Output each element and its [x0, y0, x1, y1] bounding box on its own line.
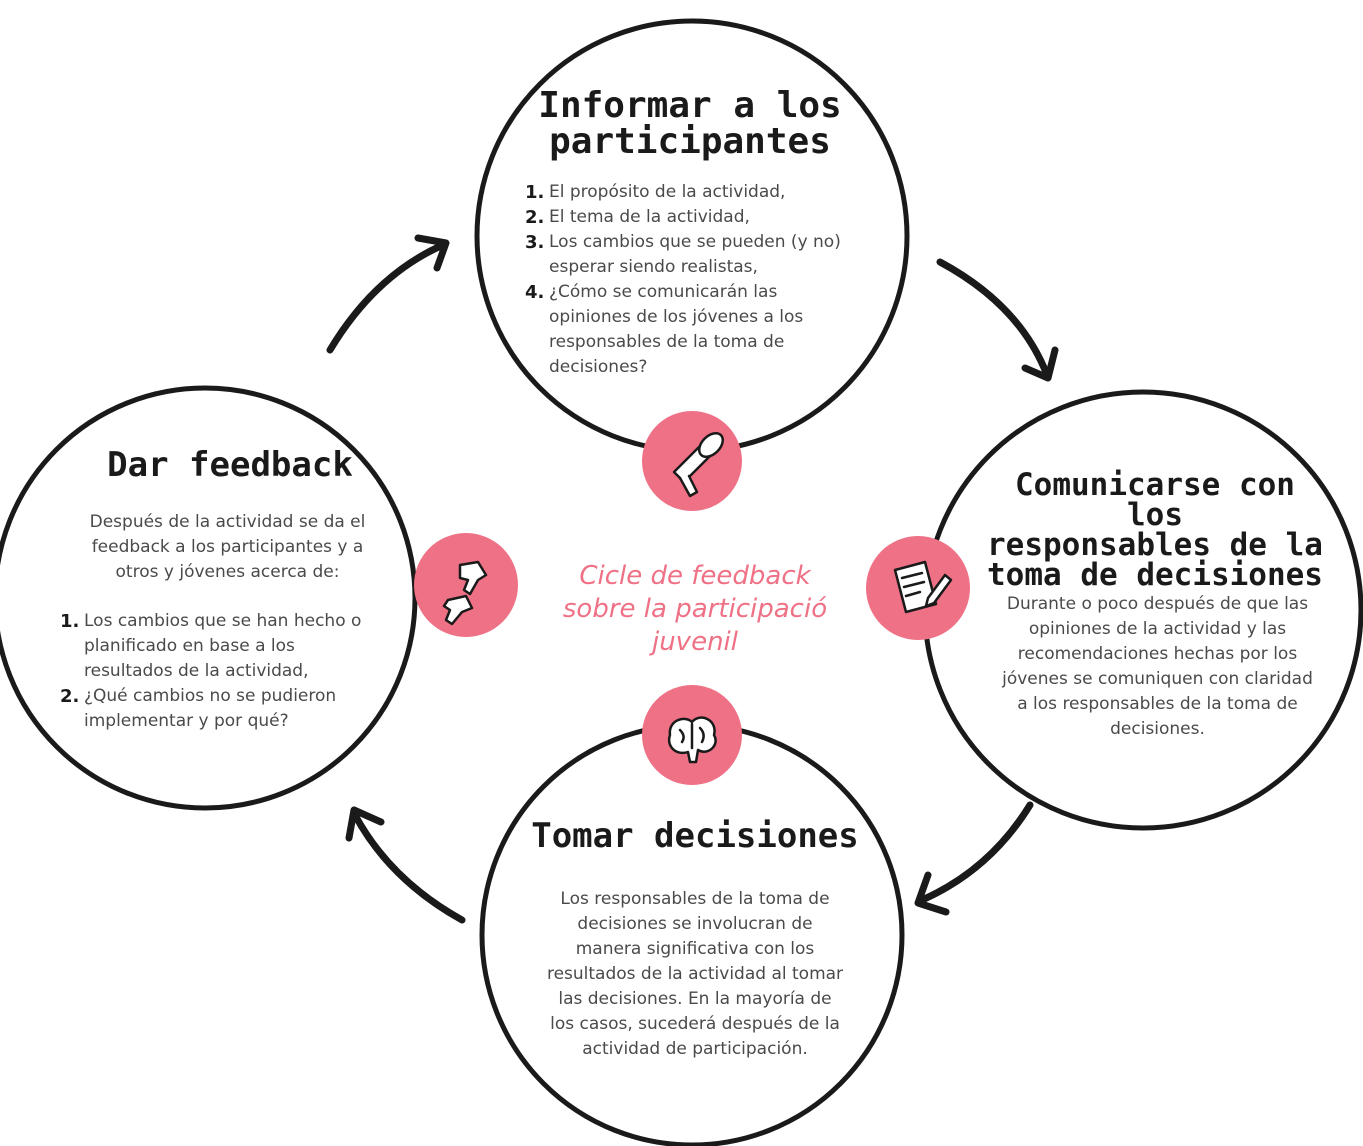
list-item: 4.¿Cómo se comunicarán las opiniones de … [525, 282, 804, 377]
list-item: 1.Los cambios que se han hecho o planifi… [60, 611, 362, 681]
feedback-list: 1.Los cambios que se han hecho o planifi… [60, 609, 380, 734]
node-title-informar: Informar a los participantes [538, 85, 842, 162]
arrow-feedback-to-informar [326, 234, 450, 354]
tomar-description: Los responsables de la toma de decisione… [546, 889, 844, 1059]
node-title-tomar: Tomar decisiones [531, 816, 859, 856]
informar-list: 1.El propósito de la actividad, 2.El tem… [525, 180, 895, 380]
thumbs-icon [414, 533, 518, 637]
document-pen-icon [866, 536, 970, 640]
node-title-feedback: Dar feedback [107, 445, 353, 485]
comunicar-description: Durante o poco después de que las opinio… [1002, 594, 1313, 739]
center-title: Cicle de feedback sobre la participació … [562, 561, 828, 657]
list-item: 1.El propósito de la actividad, [525, 182, 786, 203]
list-item: 2.El tema de la actividad, [525, 207, 750, 228]
feedback-intro: Después de la actividad se da el feedbac… [89, 512, 366, 582]
list-item: 2.¿Qué cambios no se pudieron implementa… [60, 686, 337, 731]
node-title-comunicar: Comunicarse con los responsables de la t… [987, 467, 1323, 593]
megaphone-icon [642, 411, 742, 511]
node-circle-feedback [0, 385, 418, 811]
arrow-tomar-to-feedback [345, 806, 466, 924]
arrow-informar-to-comunicar [936, 258, 1059, 382]
brain-icon [642, 685, 742, 785]
arrow-comunicar-to-tomar [914, 801, 1034, 916]
list-item: 3.Los cambios que se pueden (y no) esper… [525, 232, 841, 277]
